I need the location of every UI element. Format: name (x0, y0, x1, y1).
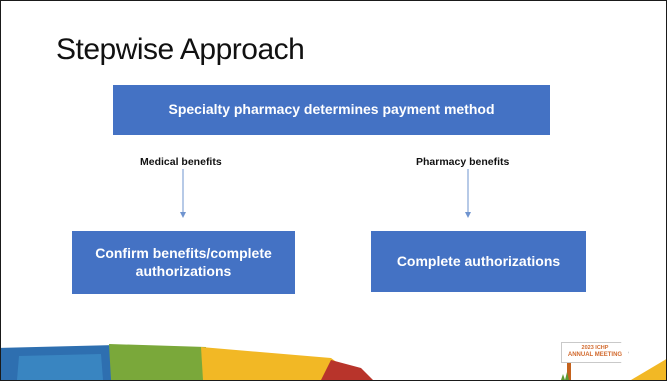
payment-method-box: Specialty pharmacy determines payment me… (113, 85, 550, 135)
footer-decoration (1, 344, 666, 380)
grass-tuft (561, 372, 569, 380)
footer-orange-corner (631, 359, 666, 380)
sign-post (567, 356, 571, 380)
sign-meeting: ANNUAL MEETING (567, 351, 623, 358)
pharmacy-benefits-label: Pharmacy benefits (416, 156, 510, 168)
sign-year: 2023 ICHP (581, 345, 609, 351)
annual-meeting-sign: 2023 ICHP ANNUAL MEETING (561, 342, 629, 363)
left-down-arrow (180, 169, 186, 218)
footer-teal-stripe (17, 354, 103, 380)
footer-yellow-stripe (201, 347, 361, 380)
complete-authorizations-box: Complete authorizations (371, 231, 586, 292)
slide-title: Stepwise Approach (56, 33, 305, 66)
right-down-arrow (465, 169, 471, 218)
footer-green-stripe (109, 344, 208, 380)
medical-benefits-label: Medical benefits (140, 156, 222, 168)
confirm-benefits-box: Confirm benefits/complete authorizations (72, 231, 295, 294)
footer-red-stripe (321, 360, 373, 380)
